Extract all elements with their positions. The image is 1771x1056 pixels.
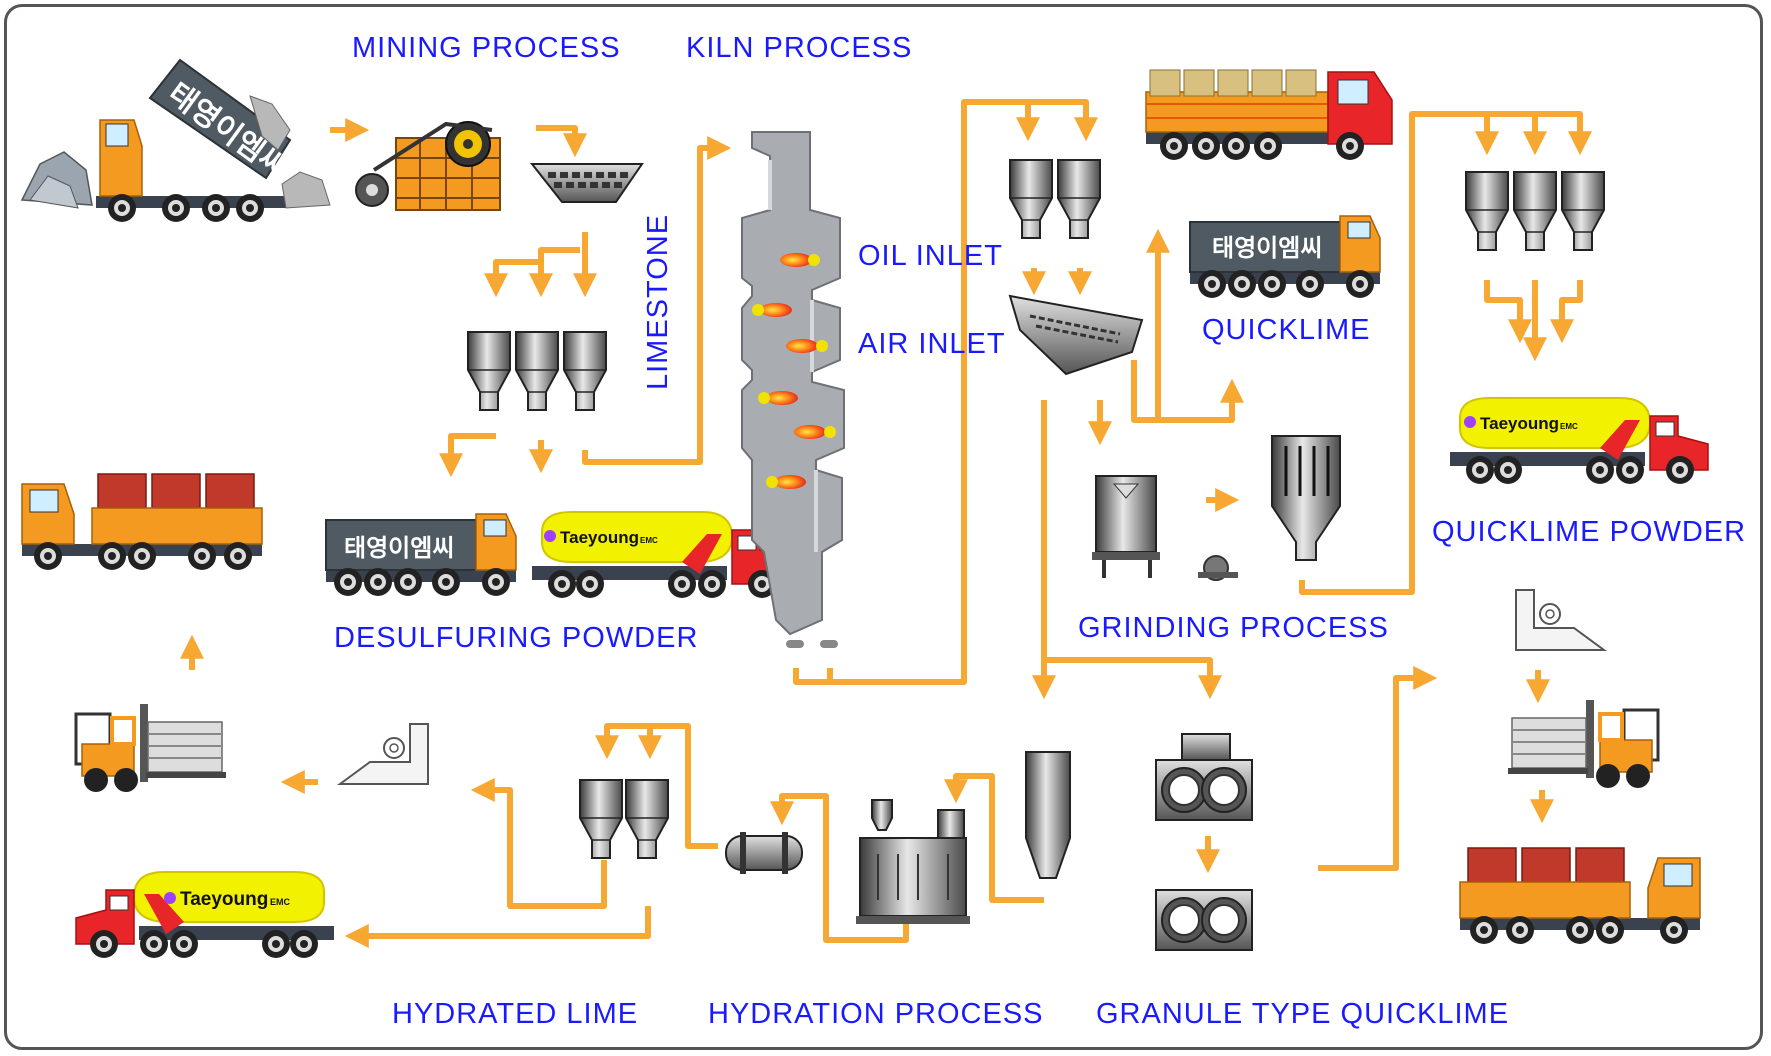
label-quicklime: QUICKLIME [1202,314,1371,346]
quicklime-silos [1009,159,1101,239]
desulfuring-tanker-suffix: EMC [640,536,658,545]
mining-dump-truck: 태영이엠씨 [20,58,331,222]
label-granule-type-quicklime: GRANULE TYPE QUICKLIME [1096,998,1510,1030]
label-desulfuring-powder: DESULFURING POWDER [334,622,699,654]
quicklime-dump-truck: 태영이엠씨 [1190,216,1380,298]
pipe-reactor [725,832,803,874]
quicklime-screen [1008,294,1144,376]
kiln-flames [752,253,836,489]
hydrator-vessel [856,799,970,924]
quicklime-powder-tanker: Taeyoung EMC [1450,398,1708,484]
feeder-screen [531,163,643,203]
label-kiln-process: KILN PROCESS [686,32,913,64]
hydration-cyclone [1025,751,1071,879]
label-quicklime-powder: QUICKLIME POWDER [1432,516,1747,548]
desulfuring-tanker: Taeyoung EMC [532,512,790,598]
hydrated-silos [579,779,669,859]
desulfuring-dump-truck: 태영이엠씨 [326,514,516,596]
label-grinding-process: GRINDING PROCESS [1078,612,1389,644]
limestone-silos [467,331,607,411]
powder-silos [1465,171,1605,251]
quicklime-truck-brand: 태영이엠씨 [1212,234,1322,262]
label-limestone: LIMESTONE [642,213,674,390]
jaw-crusher [355,121,501,211]
label-air-inlet: AIR INLET [858,328,1006,360]
powder-tanker-suffix: EMC [1560,422,1578,431]
forklift-left [74,702,228,794]
hydrated-tanker-brand: Taeyoung [180,889,268,910]
bag-truck [1145,69,1393,160]
desulfuring-tanker-brand: Taeyoung [560,528,639,547]
granule-crushers [1155,733,1253,951]
crate-truck-right [1460,848,1700,944]
label-oil-inlet: OIL INLET [858,240,1003,272]
hydrated-lime-tanker: Taeyoung EMC [76,872,334,958]
forklift-right [1506,698,1660,790]
grinding-cyclone [1271,435,1341,561]
crate-truck-left [22,474,262,570]
grinding-mill [1092,475,1238,581]
bracket-left [339,723,429,785]
flow-lines [180,99,1592,948]
powder-tanker-brand: Taeyoung [1480,414,1559,433]
label-mining-process: MINING PROCESS [352,32,621,64]
hydrated-tanker-suffix: EMC [270,897,291,907]
label-hydrated-lime: HYDRATED LIME [392,998,639,1030]
desulfuring-truck-brand: 태영이엠씨 [344,534,454,562]
lime-kiln [741,131,845,648]
bracket-right [1515,589,1605,651]
label-hydration-process: HYDRATION PROCESS [708,998,1044,1030]
